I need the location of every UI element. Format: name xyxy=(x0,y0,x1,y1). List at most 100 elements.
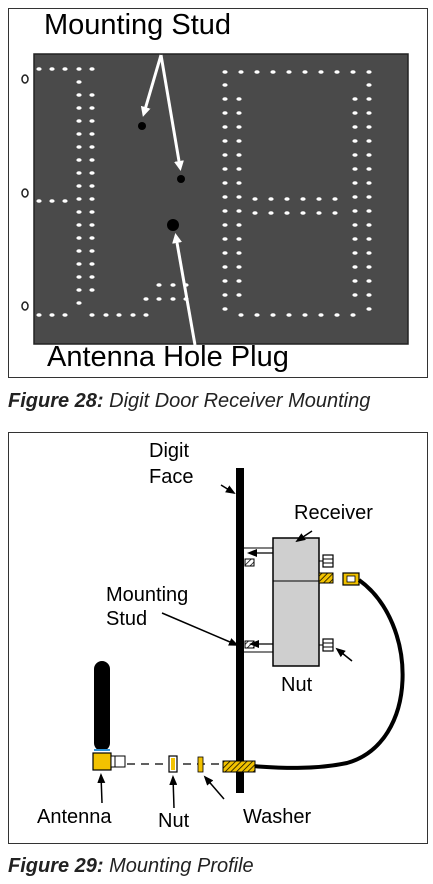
led-dot xyxy=(236,195,242,199)
mounting-stud-lower xyxy=(177,175,185,183)
led-dot xyxy=(222,223,228,227)
led-dot xyxy=(366,293,372,297)
led-dot xyxy=(89,171,95,175)
edge-hole xyxy=(21,74,29,84)
digit-door-illustration xyxy=(21,53,409,346)
led-dot xyxy=(270,70,276,74)
led-dot xyxy=(284,211,290,215)
nut-right-label: Nut xyxy=(281,674,313,696)
figure-29-number: Figure 29: xyxy=(8,855,104,877)
led-dot xyxy=(352,279,358,283)
receiver-nut-lower xyxy=(322,638,334,652)
led-dot xyxy=(352,181,358,185)
led-dot xyxy=(222,251,228,255)
led-dot xyxy=(352,125,358,129)
led-dot xyxy=(89,249,95,253)
digit-face-arrow xyxy=(220,484,236,495)
led-dot xyxy=(222,195,228,199)
led-dot xyxy=(143,297,149,301)
led-dot xyxy=(89,145,95,149)
led-dot xyxy=(76,171,82,175)
led-dot xyxy=(76,262,82,266)
led-dot xyxy=(352,223,358,227)
led-dot xyxy=(76,158,82,162)
led-dot xyxy=(222,209,228,213)
led-dot xyxy=(222,153,228,157)
led-dot xyxy=(76,132,82,136)
mounting-stud-label-line2: Stud xyxy=(106,608,148,630)
led-dot xyxy=(352,111,358,115)
led-dot xyxy=(76,106,82,110)
led-dot xyxy=(76,236,82,240)
led-dot xyxy=(236,223,242,227)
led-dot xyxy=(352,153,358,157)
led-dot xyxy=(76,119,82,123)
led-dot xyxy=(236,111,242,115)
led-dot xyxy=(222,181,228,185)
led-dot xyxy=(366,195,372,199)
led-dot xyxy=(252,197,258,201)
washer xyxy=(197,756,204,773)
led-dot xyxy=(366,139,372,143)
led-dot xyxy=(103,313,109,317)
nut-left-label: Nut xyxy=(158,810,190,832)
receiver-box xyxy=(272,537,320,667)
led-dot xyxy=(352,195,358,199)
figure-28-caption: Figure 28: Digit Door Receiver Mounting xyxy=(8,390,370,413)
led-dot xyxy=(89,93,95,97)
led-dot xyxy=(36,67,42,71)
led-dot xyxy=(352,139,358,143)
led-dot xyxy=(76,197,82,201)
led-dot xyxy=(89,184,95,188)
led-dot xyxy=(366,83,372,87)
led-dot xyxy=(236,279,242,283)
antenna-cable xyxy=(250,578,405,770)
led-dot xyxy=(236,181,242,185)
mounting-profile-diagram xyxy=(92,468,405,809)
led-dot xyxy=(89,275,95,279)
led-dot xyxy=(332,197,338,201)
mounting-stud-label-line1: Mounting xyxy=(106,584,189,606)
led-dot xyxy=(222,167,228,171)
led-dot xyxy=(302,313,308,317)
digit-face-label-line2: Face xyxy=(149,466,194,488)
led-dot xyxy=(366,153,372,157)
led-dot xyxy=(236,265,242,269)
receiver-connector-stub xyxy=(318,572,334,584)
stud-upper-thread xyxy=(244,558,255,567)
led-dot xyxy=(222,111,228,115)
figure-28-number: Figure 28: xyxy=(8,390,104,412)
led-dot xyxy=(89,210,95,214)
led-dot xyxy=(76,301,82,305)
led-dot xyxy=(352,251,358,255)
figure-29-title: Mounting Profile xyxy=(109,855,254,877)
led-dot xyxy=(62,199,68,203)
edge-hole xyxy=(21,301,29,311)
mounting-stud-label: Mounting Stud xyxy=(44,9,232,41)
led-dot xyxy=(352,265,358,269)
led-dot xyxy=(222,83,228,87)
led-dot xyxy=(76,288,82,292)
mounting-stud-upper xyxy=(138,122,146,130)
led-dot xyxy=(270,313,276,317)
led-dot xyxy=(236,251,242,255)
led-dot xyxy=(284,197,290,201)
antenna-whip xyxy=(94,661,110,751)
led-dot xyxy=(89,262,95,266)
figure-29-frame: Digit Face Receiver Mounting Stud Nut An… xyxy=(8,432,428,844)
led-dot xyxy=(366,251,372,255)
stud-arrow xyxy=(161,612,239,646)
led-dot xyxy=(238,70,244,74)
led-dot xyxy=(89,236,95,240)
digit-face xyxy=(236,468,244,793)
led-dot xyxy=(156,297,162,301)
led-dot xyxy=(89,223,95,227)
washer-label: Washer xyxy=(243,806,312,828)
stud-arrow-1 xyxy=(140,54,163,117)
figure-28-frame: Mounting Stud Antenna Hole Plug xyxy=(8,8,428,378)
led-dot xyxy=(334,313,340,317)
led-dot xyxy=(236,125,242,129)
bulkhead-connector xyxy=(222,760,256,773)
led-dot xyxy=(89,67,95,71)
led-dot xyxy=(62,67,68,71)
